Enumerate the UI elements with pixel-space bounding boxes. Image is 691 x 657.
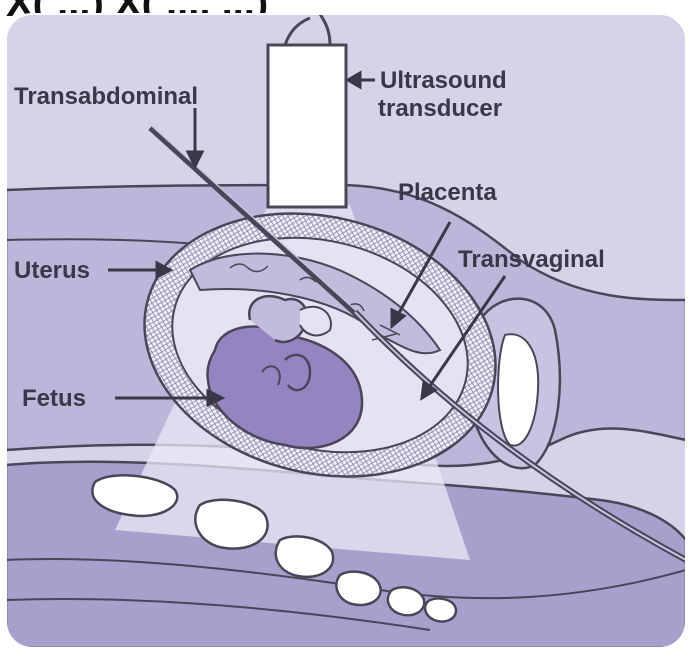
label-ultrasound-line1: Ultrasound: [380, 67, 507, 94]
label-fetus: Fetus: [22, 385, 86, 412]
label-placenta: Placenta: [398, 179, 497, 206]
label-transabdominal: Transabdominal: [14, 83, 198, 110]
ultrasound-transducer: [268, 45, 346, 207]
label-ultrasound-line2: transducer: [378, 95, 502, 122]
label-uterus: Uterus: [14, 257, 90, 284]
label-transvaginal: Transvaginal: [458, 246, 605, 273]
